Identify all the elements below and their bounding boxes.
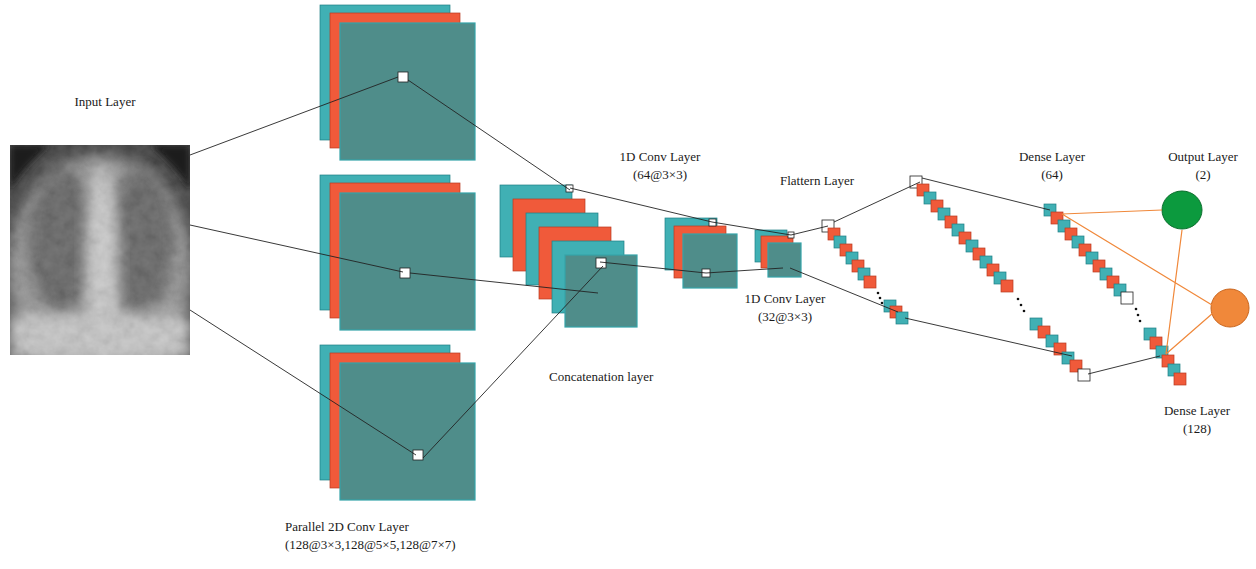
- layer-node: Input Layer: [10, 145, 190, 355]
- connection-line: [408, 80, 603, 458]
- neuron-square: [864, 276, 876, 288]
- layer-node: Dense Layer (64): [1044, 204, 1186, 385]
- ellipsis-dot: [1023, 310, 1026, 313]
- feature-map: [340, 363, 475, 500]
- feature-map: [683, 234, 737, 288]
- neuron-square: [1174, 373, 1186, 385]
- layer-label: 1D Conv Layer (64@3×3): [605, 148, 715, 184]
- feature-map: [768, 243, 801, 277]
- layer-label: Concatenation layer: [549, 368, 653, 386]
- ellipsis-dot: [1139, 320, 1142, 323]
- connection-line: [1062, 210, 1213, 354]
- layer-node: Flattern Layer: [822, 220, 910, 325]
- ellipsis-dot: [1020, 304, 1023, 307]
- kernel-square: [398, 72, 408, 82]
- layer-label: Flattern Layer: [780, 172, 854, 190]
- connection-line: [706, 222, 791, 273]
- xray-ground: [10, 145, 190, 355]
- layer-node: Parallel 2D Conv Layer (128@3×3,128@5×5,…: [320, 5, 475, 502]
- output-neuron: [1162, 191, 1202, 229]
- layer-label: Input Layer: [45, 93, 165, 111]
- ellipsis-dot: [1135, 308, 1138, 311]
- ellipsis-dot: [879, 297, 882, 300]
- connection-line: [834, 182, 1072, 356]
- xray-shoulder: [10, 145, 190, 190]
- neuron-square: [1121, 292, 1133, 304]
- kernel-square: [400, 268, 410, 278]
- layer-node: Output Layer (2): [1160, 188, 1252, 330]
- layer-label: Parallel 2D Conv Layer (128@3×3,128@5×5,…: [285, 518, 515, 554]
- layer-node: 1D Conv Layer (64@3×3): [665, 218, 737, 288]
- connection-line: [190, 77, 416, 455]
- connection-line: [922, 178, 1160, 374]
- layer-node: Concatenation layer: [500, 185, 637, 327]
- output-neuron: [1211, 289, 1249, 327]
- layer-label: Dense Layer (64): [1012, 148, 1092, 184]
- ellipsis-dot: [881, 302, 884, 305]
- feature-map: [340, 193, 475, 330]
- ellipsis-dot: [1017, 298, 1020, 301]
- layer-node: Dense Layer (128): [910, 176, 1100, 381]
- kernel-square: [413, 450, 423, 460]
- ellipsis-dot: [1137, 314, 1140, 317]
- connection-line: [570, 188, 712, 273]
- layer-label: 1D Conv Layer (32@3×3): [730, 290, 840, 326]
- xray-image: [10, 145, 190, 355]
- xray-texture: [10, 145, 190, 355]
- layer-label: Output Layer (2): [1163, 148, 1243, 184]
- ellipsis-dot: [877, 292, 880, 295]
- layer-node: 1D Conv Layer (32@3×3): [755, 230, 801, 277]
- layer-label: Dense Layer (128): [1157, 402, 1237, 438]
- neuron-square: [1001, 280, 1013, 292]
- neuron-square: [1078, 369, 1090, 381]
- kernel-square: [596, 258, 606, 268]
